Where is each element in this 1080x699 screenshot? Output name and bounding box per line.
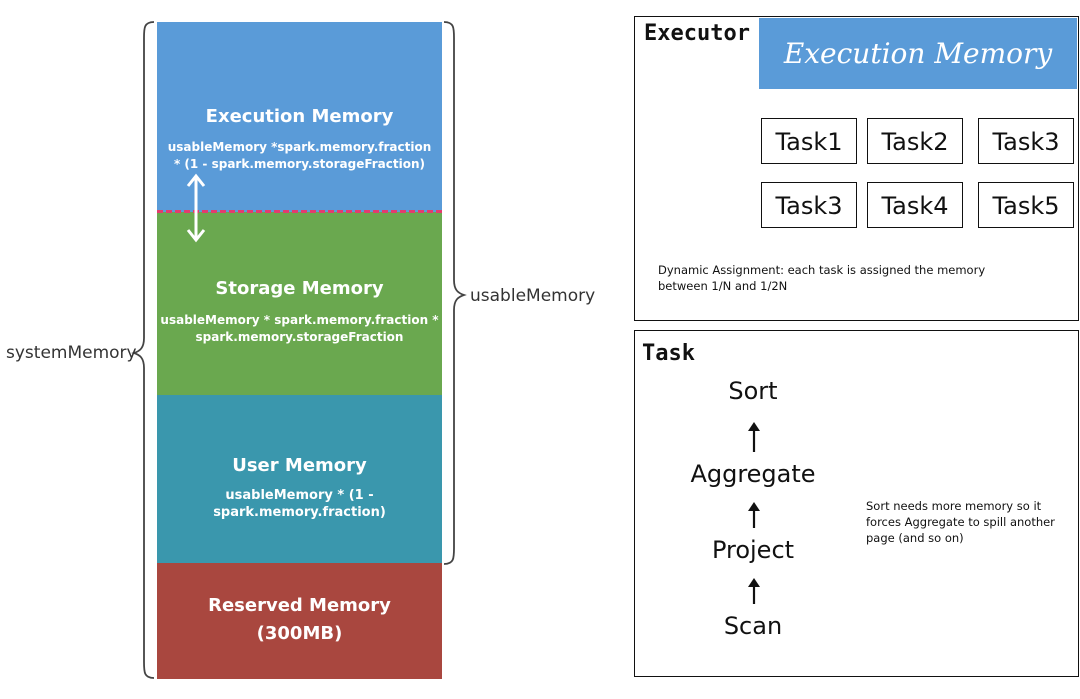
system-memory-brace xyxy=(131,21,155,679)
usable-memory-brace xyxy=(443,21,467,565)
storage-memory-title: Storage Memory xyxy=(215,278,384,299)
storage-memory-block: Storage Memory usableMemory * spark.memo… xyxy=(157,212,442,395)
storage-memory-formula: usableMemory * spark.memory.fraction * s… xyxy=(160,313,439,344)
reserved-memory-title: Reserved Memory xyxy=(208,595,391,616)
user-memory-block: User Memory usableMemory * (1 - spark.me… xyxy=(157,395,442,563)
spill-note: Sort needs more memory so it forces Aggr… xyxy=(866,499,1055,545)
reserved-memory-block: Reserved Memory (300MB) xyxy=(157,563,442,679)
dynamic-assignment-note: Dynamic Assignment: each task is assigne… xyxy=(658,263,986,293)
system-memory-label: systemMemory xyxy=(6,343,137,363)
task-panel xyxy=(634,330,1079,677)
boundary-double-arrow xyxy=(186,173,206,243)
task-box: Task4 xyxy=(867,182,963,228)
executor-panel-title: Executor xyxy=(644,21,750,46)
task-panel-title: Task xyxy=(642,341,695,366)
task-box: Task3 xyxy=(761,182,857,228)
usable-memory-label: usableMemory xyxy=(470,286,596,306)
execution-storage-boundary xyxy=(157,210,442,213)
reserved-memory-size: (300MB) xyxy=(256,623,343,644)
user-memory-formula: usableMemory * (1 - spark.memory.fractio… xyxy=(213,488,386,520)
execution-memory-title: Execution Memory xyxy=(205,106,394,127)
execution-memory-banner: Execution Memory xyxy=(759,18,1077,89)
task-box: Task1 xyxy=(761,118,857,164)
up-arrow-icon xyxy=(748,578,760,604)
operator-project: Project xyxy=(711,536,795,564)
task-box: Task3 xyxy=(978,118,1074,164)
operator-scan: Scan xyxy=(723,612,783,640)
execution-memory-block: Execution Memory usableMemory *spark.mem… xyxy=(157,22,442,212)
operator-aggregate: Aggregate xyxy=(690,460,816,488)
user-memory-title: User Memory xyxy=(232,455,367,476)
execution-memory-formula: usableMemory *spark.memory.fraction * (1… xyxy=(167,140,432,171)
up-arrow-icon xyxy=(748,422,760,452)
up-arrow-icon xyxy=(748,502,760,528)
task-box: Task5 xyxy=(978,182,1074,228)
operator-sort: Sort xyxy=(728,377,778,405)
task-box: Task2 xyxy=(867,118,963,164)
